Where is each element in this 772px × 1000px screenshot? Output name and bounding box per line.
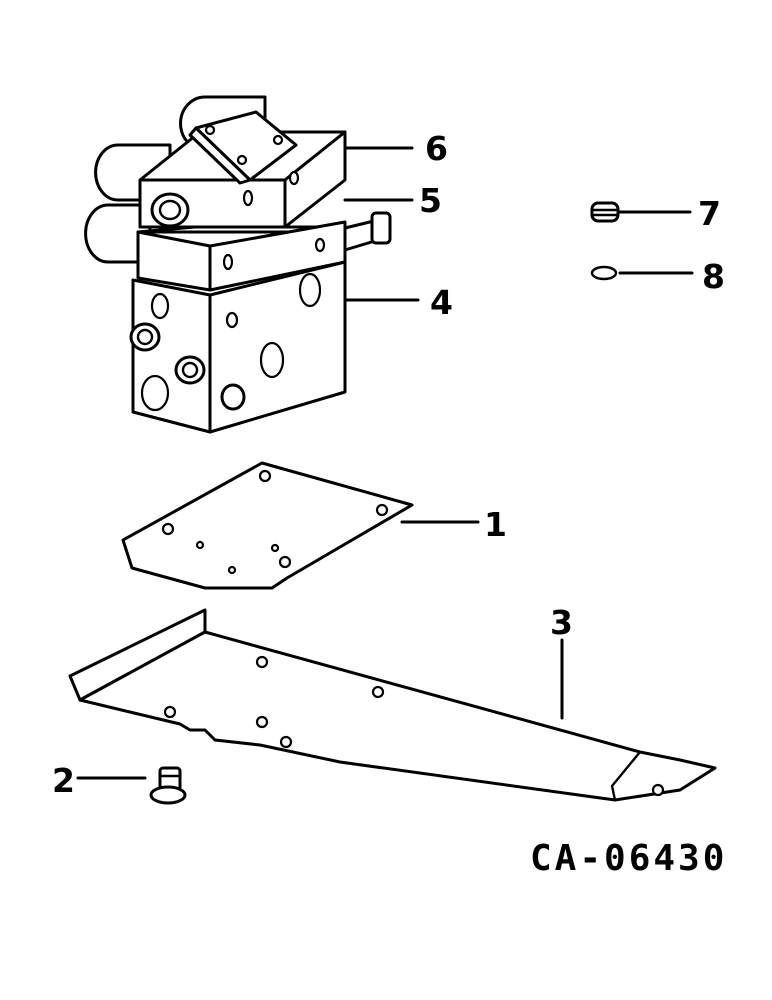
callout-6: 6 <box>425 129 448 168</box>
callout-2: 2 <box>52 761 75 800</box>
callout-labels: 6 5 4 7 8 1 3 2 <box>52 129 725 800</box>
callout-8: 8 <box>702 257 725 296</box>
part-3-bracket <box>68 608 717 802</box>
callout-7: 7 <box>698 194 721 233</box>
part-2-bolt <box>149 766 187 805</box>
callout-1: 1 <box>484 505 507 544</box>
part-8-o-ring <box>590 265 618 281</box>
part-6-top-section <box>138 110 347 229</box>
part-1-mounting-plate <box>121 461 414 590</box>
valve-assembly <box>84 95 392 434</box>
callout-4: 4 <box>430 283 453 322</box>
part-7-plug <box>590 201 620 223</box>
part-4-lower-body <box>129 260 347 434</box>
callout-3: 3 <box>550 603 573 642</box>
callout-5: 5 <box>419 181 442 220</box>
leader-lines <box>76 146 694 780</box>
drawing-code: CA-06430 <box>530 838 727 879</box>
